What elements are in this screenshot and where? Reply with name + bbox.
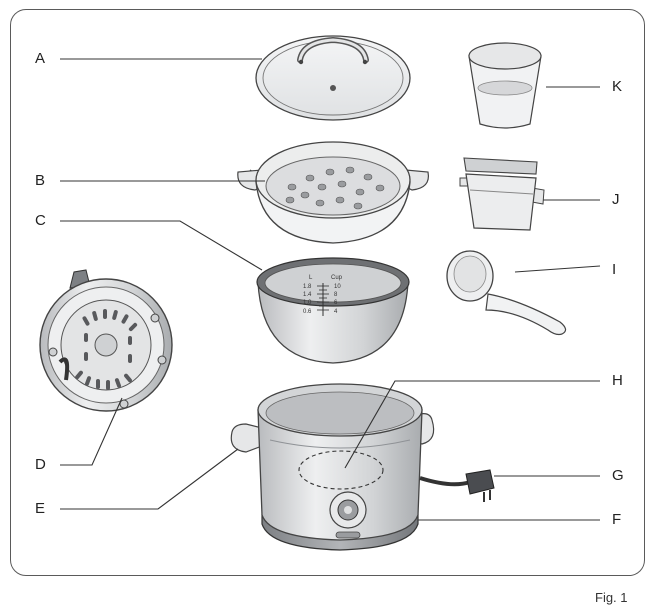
part-label-j: J: [612, 191, 620, 208]
leader-line-e: [60, 448, 239, 510]
part-label-a: A: [35, 50, 46, 67]
scale-unit-left: L: [309, 275, 313, 281]
part-label-i: I: [612, 261, 617, 278]
part-label-k: K: [612, 78, 623, 95]
part-label-g: G: [612, 467, 624, 484]
leader-line-h: [344, 380, 600, 469]
cooker-main-body: [230, 383, 495, 551]
leader-line-d: [60, 397, 123, 466]
steamer-basket: [237, 141, 430, 244]
scale-right-mark: 6: [334, 300, 338, 306]
leader-line-c: [60, 220, 263, 271]
rice-spoon: [446, 250, 567, 336]
glass-lid: [255, 35, 411, 121]
part-label-e: E: [35, 500, 46, 517]
scale-right-mark: 4: [334, 309, 338, 315]
scale-right-mark: 10: [334, 284, 341, 290]
part-label-b: B: [35, 172, 46, 189]
steam-collector: [459, 157, 545, 231]
scale-left-mark: 1.8: [303, 284, 312, 290]
leader-line-i: [514, 265, 601, 273]
measuring-cup: [468, 42, 542, 129]
inner-cooking-bowl: L Cup 1.8 1.4 1.0 0.6 10 8 6 4: [256, 257, 410, 364]
figure-caption: Fig. 1: [595, 590, 628, 605]
scale-left-mark: 1.4: [303, 292, 312, 298]
scale-unit-right: Cup: [331, 275, 343, 281]
scale-left-mark: 1.0: [303, 300, 312, 306]
part-label-h: H: [612, 372, 623, 389]
figure-frame: [10, 9, 645, 576]
part-label-f: F: [612, 511, 622, 528]
part-label-c: C: [35, 212, 46, 229]
scale-left-mark: 0.6: [303, 309, 312, 315]
scale-right-mark: 8: [334, 292, 338, 298]
part-label-d: D: [35, 456, 46, 473]
cooker-base-underside: [39, 269, 173, 412]
leader-lines: [60, 58, 601, 521]
